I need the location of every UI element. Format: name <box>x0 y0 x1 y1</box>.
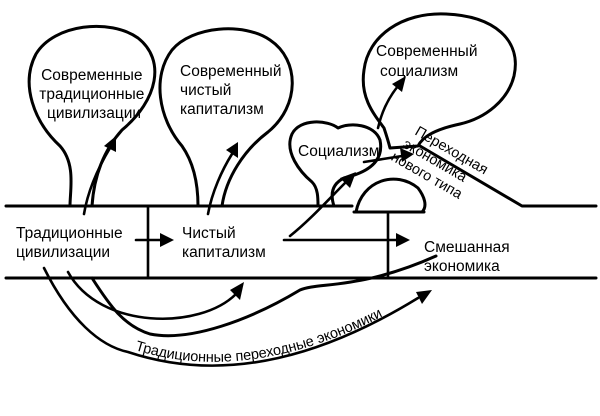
arrow-trad-to-cap-lower-head <box>230 282 244 300</box>
arrow-trad-to-modern-trad-head <box>104 136 116 152</box>
label-socialism: Социализм <box>298 143 379 160</box>
bottom-pocket <box>90 254 438 338</box>
arrow-soc-to-newtype <box>362 154 404 164</box>
label-traditional-civilizations: Традиционные цивилизации <box>16 225 127 261</box>
arrow-trad-to-cap-head <box>160 233 174 247</box>
arrow-cap-to-modern-cap <box>206 152 234 216</box>
label-modern-traditional: Современные традиционные цивилизации <box>39 67 148 122</box>
arrow-soc-to-modern-soc <box>376 84 400 130</box>
label-modern-socialism: Современный социализм <box>376 43 482 80</box>
wedge-upper <box>418 144 598 208</box>
label-pure-capitalism: Чистый капитализм <box>182 225 266 261</box>
bubble-modern-traditional <box>27 24 157 208</box>
arrow-trad-transitional-head <box>416 290 432 304</box>
arrow-trad-transitional <box>42 266 420 367</box>
dome <box>354 177 427 214</box>
arrow-cap-to-socialism-head <box>340 172 356 188</box>
arrow-trad-to-cap-lower <box>66 270 238 320</box>
arrow-cap-to-modern-cap-head <box>226 142 238 158</box>
bubble-modern-socialism <box>361 12 517 150</box>
label-modern-capitalism: Современный чистый капитализм <box>180 63 286 118</box>
arrow-soc-to-modern-soc-head <box>392 76 406 92</box>
label-mixed-economy: Смешанная экономика <box>424 239 514 275</box>
bubble-modern-capitalism <box>158 27 294 208</box>
arrow-trad-to-modern-trad <box>82 146 112 216</box>
arrow-cap-to-mixed-head <box>396 233 410 247</box>
arrow-soc-to-newtype-head <box>400 148 414 162</box>
arrow-cap-to-socialism <box>288 180 348 238</box>
